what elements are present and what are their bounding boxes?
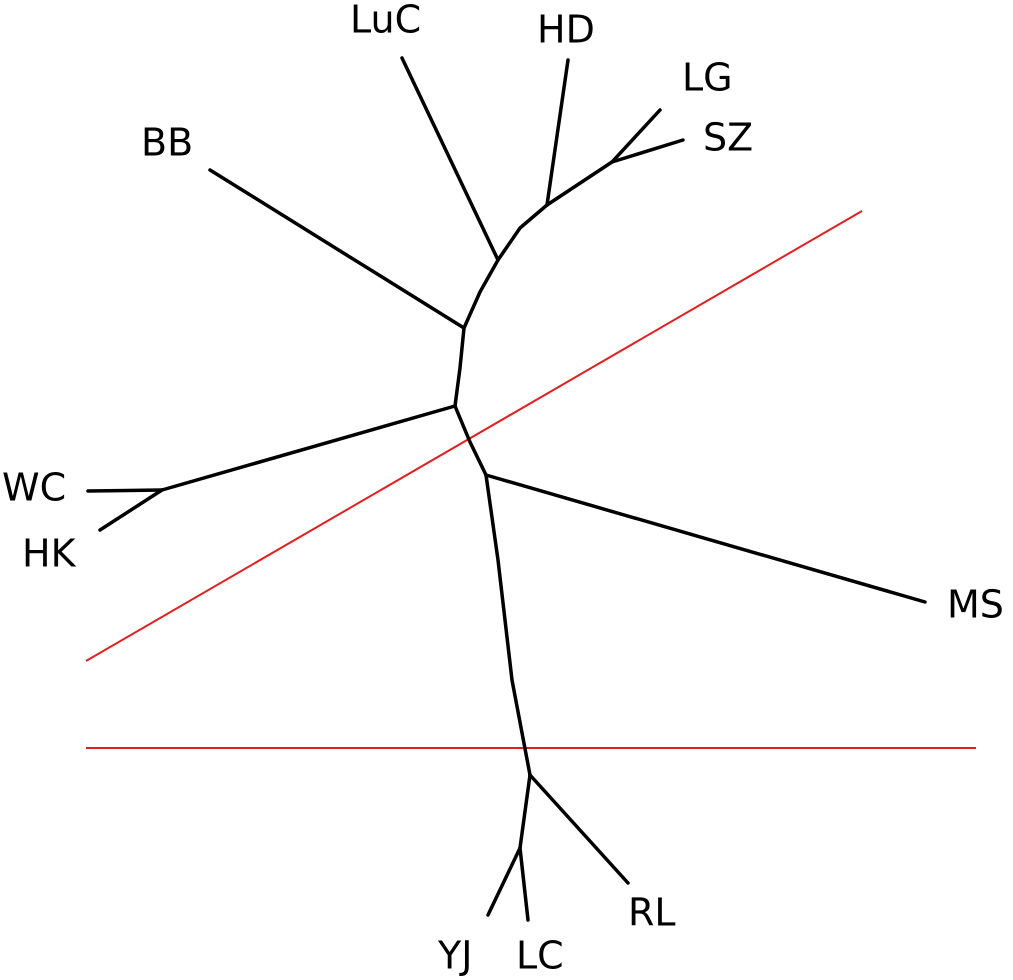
diagonal-divider-line [85, 210, 863, 662]
leaf-label-wc: WC [2, 466, 66, 510]
branch-hd [545, 58, 570, 207]
branch-wc-hk-stem [160, 404, 457, 492]
leaf-label-rl: RL [628, 891, 676, 935]
leaf-label-lg: LG [682, 56, 733, 100]
branch-lc [518, 846, 530, 922]
leaf-label-lc: LC [516, 934, 564, 978]
branch-wc [86, 488, 164, 493]
leaf-label-bb: BB [141, 121, 193, 165]
branch-sz [610, 138, 685, 164]
leaf-label-hk: HK [22, 532, 77, 576]
branch-hk [98, 488, 164, 532]
leaf-label-hd: HD [537, 8, 595, 52]
branch-bb [208, 168, 466, 330]
branch-luc [400, 56, 500, 262]
leaf-label-yj: YJ [437, 934, 472, 978]
leaf-label-ms: MS [947, 583, 1004, 627]
branch-lg [610, 108, 662, 164]
leaf-label-sz: SZ [703, 116, 753, 160]
branch-yj-lc-stem [518, 773, 532, 850]
branch-hd-sz-lg-stem [545, 160, 614, 207]
internal-spine-branch [453, 203, 549, 777]
leaf-label-luc: LuC [350, 0, 421, 42]
branch-rl [528, 773, 630, 885]
branch-ms [484, 473, 927, 604]
branch-yj [486, 846, 522, 917]
